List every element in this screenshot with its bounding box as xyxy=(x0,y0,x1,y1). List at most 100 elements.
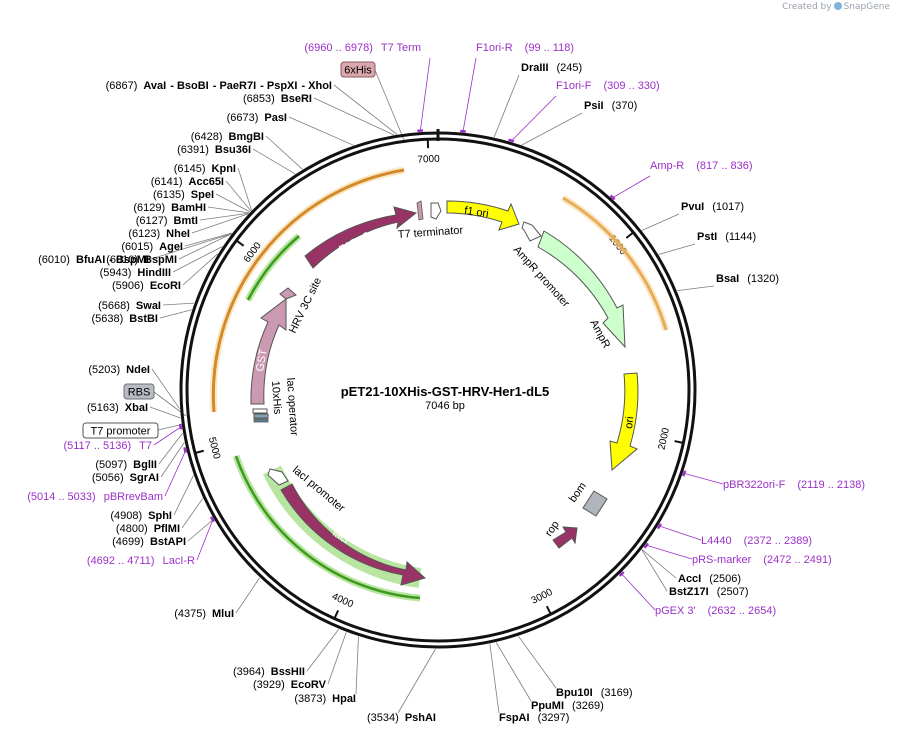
tick-label: 4000 xyxy=(330,591,355,610)
leader-line xyxy=(200,213,249,220)
enzyme-label[interactable]: (6673)PasI xyxy=(227,112,287,124)
enzyme-label[interactable]: PpuMI(3269) xyxy=(531,700,604,712)
boxed-label-text[interactable]: RBS xyxy=(128,387,151,399)
primer-label[interactable]: (5014 .. 5033) pBRrevBam xyxy=(27,491,163,503)
enzyme-label[interactable]: (5163)XbaI xyxy=(87,402,148,414)
enzyme-label[interactable]: (6015)AgeI xyxy=(121,241,183,253)
primer-label[interactable]: pRS-marker(2472 .. 2491) xyxy=(692,554,832,566)
label-ori: ori xyxy=(623,416,636,429)
enzyme-label[interactable]: (5097)BglII xyxy=(95,459,157,471)
primer-range: (817 .. 836) xyxy=(696,160,752,172)
feature-hrv-3c-site[interactable] xyxy=(280,288,296,299)
boxed-label-text[interactable]: 6xHis xyxy=(344,65,372,77)
enzyme-label[interactable]: (3534)PshAI xyxy=(367,712,436,724)
enzyme-label[interactable]: (5638)BstBI xyxy=(91,313,158,325)
enzyme-label[interactable]: (4375)MluI xyxy=(174,608,234,620)
primer-name: LacI-R xyxy=(163,555,195,567)
enzyme-label[interactable]: Bpu10I(3169) xyxy=(556,687,632,699)
feature-t7-terminator[interactable] xyxy=(431,203,441,219)
tick-label: 7000 xyxy=(417,154,440,166)
enzyme-label[interactable]: AccI(2506) xyxy=(678,573,741,585)
primer-label[interactable]: F1ori-F(309 .. 330) xyxy=(556,80,660,92)
primer-name: F1ori-R xyxy=(476,42,513,54)
enzyme-position: (1017) xyxy=(712,201,744,213)
leader-line xyxy=(165,450,186,496)
primer-label[interactable]: (4692 .. 4711)LacI-R xyxy=(87,555,195,567)
enzyme-label[interactable]: (5668)SwaI xyxy=(98,300,161,312)
primer-mark xyxy=(683,471,685,476)
feature-lac-operator[interactable] xyxy=(253,409,267,413)
enzyme-label[interactable]: (6145)KpnI xyxy=(174,163,236,175)
enzyme-label[interactable]: (5203)NdeI xyxy=(88,364,150,376)
enzyme-label[interactable]: (5056)SgrAI xyxy=(92,472,159,484)
leader-line xyxy=(160,310,192,318)
tick-mark xyxy=(626,233,632,238)
enzyme-position: (4908) xyxy=(110,510,142,522)
tick-mark xyxy=(196,451,204,453)
enzyme-label[interactable]: (3964)BssHII xyxy=(233,666,305,678)
enzyme-label[interactable]: (6853)BseRI xyxy=(243,93,312,105)
leader-line xyxy=(375,70,404,140)
enzyme-position: (6391) xyxy=(177,144,209,156)
enzyme-name: PshAI xyxy=(405,712,436,724)
primer-range: (2472 .. 2491) xyxy=(763,554,832,566)
enzyme-label[interactable]: (4908)SphI xyxy=(110,510,172,522)
label-hrv-3c-site: HRV 3C site xyxy=(287,276,324,335)
enzyme-label[interactable]: PsiI(370) xyxy=(584,100,637,112)
enzyme-label[interactable]: (6391)Bsu36I xyxy=(177,144,251,156)
enzyme-label[interactable]: (6428)BmgBI xyxy=(191,131,264,143)
label-t7-terminator: T7 terminator xyxy=(397,224,463,241)
enzyme-name: BstZ17I xyxy=(669,586,709,598)
enzyme-label[interactable]: (6123)NheI xyxy=(128,228,190,240)
primer-name: T7 Term xyxy=(381,42,421,54)
enzyme-position: (3269) xyxy=(572,700,604,712)
enzyme-label[interactable]: (6129)BamHI xyxy=(133,202,206,214)
enzyme-label[interactable]: DraIII(245) xyxy=(521,62,582,74)
primer-label[interactable]: (5117 .. 5136)T7 xyxy=(63,440,152,452)
primer-range: (5014 .. 5033) xyxy=(27,491,96,503)
enzyme-label[interactable]: (5906)EcoRI xyxy=(112,280,181,292)
enzyme-label[interactable]: PvuI(1017) xyxy=(681,201,744,213)
enzyme-label[interactable]: (5943)HindIII xyxy=(100,267,171,279)
primer-mark xyxy=(180,424,181,430)
leader-line xyxy=(463,58,476,132)
feature-small-marker-1[interactable] xyxy=(417,201,423,220)
leader-line xyxy=(490,644,499,713)
enzyme-label[interactable]: BsaI(1320) xyxy=(716,273,779,285)
enzyme-label[interactable]: (6135)SpeI xyxy=(153,189,214,201)
enzyme-name: SgrAI xyxy=(130,472,159,484)
feature-ampr-promoter[interactable] xyxy=(522,222,541,241)
feature-laci[interactable] xyxy=(281,484,425,585)
primer-label[interactable]: Amp-R (817 .. 836) xyxy=(650,160,753,172)
enzyme-name: BmtI xyxy=(174,215,198,227)
enzyme-label[interactable]: FspAI(3297) xyxy=(499,712,569,724)
primer-label[interactable]: F1ori-R(99 .. 118) xyxy=(476,42,574,54)
feature-his-2[interactable] xyxy=(254,419,268,422)
enzyme-label[interactable]: (6141)Acc65I xyxy=(151,176,224,188)
enzyme-position: (5097) xyxy=(95,459,127,471)
boxed-label-text[interactable]: T7 promoter xyxy=(91,426,151,438)
primer-label[interactable]: pGEX 3'(2632 .. 2654) xyxy=(655,605,776,617)
primer-range: (2632 .. 2654) xyxy=(708,605,777,617)
enzyme-label[interactable]: PstI(1144) xyxy=(697,231,756,243)
enzyme-label[interactable]: BstZ17I(2507) xyxy=(669,586,749,598)
leader-line xyxy=(356,636,358,694)
enzyme-position: (3929) xyxy=(253,679,285,691)
enzyme-label[interactable]: (3873)HpaI xyxy=(294,693,356,705)
enzyme-position: (6867) xyxy=(106,80,138,92)
primer-label[interactable]: (6960 .. 6978)T7 Term xyxy=(304,42,421,54)
enzyme-label-group[interactable]: (6867)AvaI- BsoBI- PaeR7I- PspXI- XhoI xyxy=(106,80,332,92)
enzyme-position: (4699) xyxy=(112,536,144,548)
enzyme-label[interactable]: (4800)PflMI xyxy=(116,523,180,535)
primer-label[interactable]: L4440(2372 .. 2389) xyxy=(701,535,812,547)
enzyme-label-group[interactable]: (6010)BfuAI- BspMI xyxy=(38,254,149,266)
primer-name: pBRrevBam xyxy=(104,491,163,503)
feature-10xhis[interactable] xyxy=(254,414,268,418)
primer-name: Amp-R xyxy=(650,160,684,172)
enzyme-label[interactable]: (4699)BstAPI xyxy=(112,536,186,548)
enzyme-label[interactable]: (3929)EcoRV xyxy=(253,679,327,691)
feature-bom[interactable] xyxy=(583,491,607,516)
enzyme-label[interactable]: (6127)BmtI xyxy=(136,215,198,227)
primer-label[interactable]: pBR322ori-F(2119 .. 2138) xyxy=(723,479,865,491)
